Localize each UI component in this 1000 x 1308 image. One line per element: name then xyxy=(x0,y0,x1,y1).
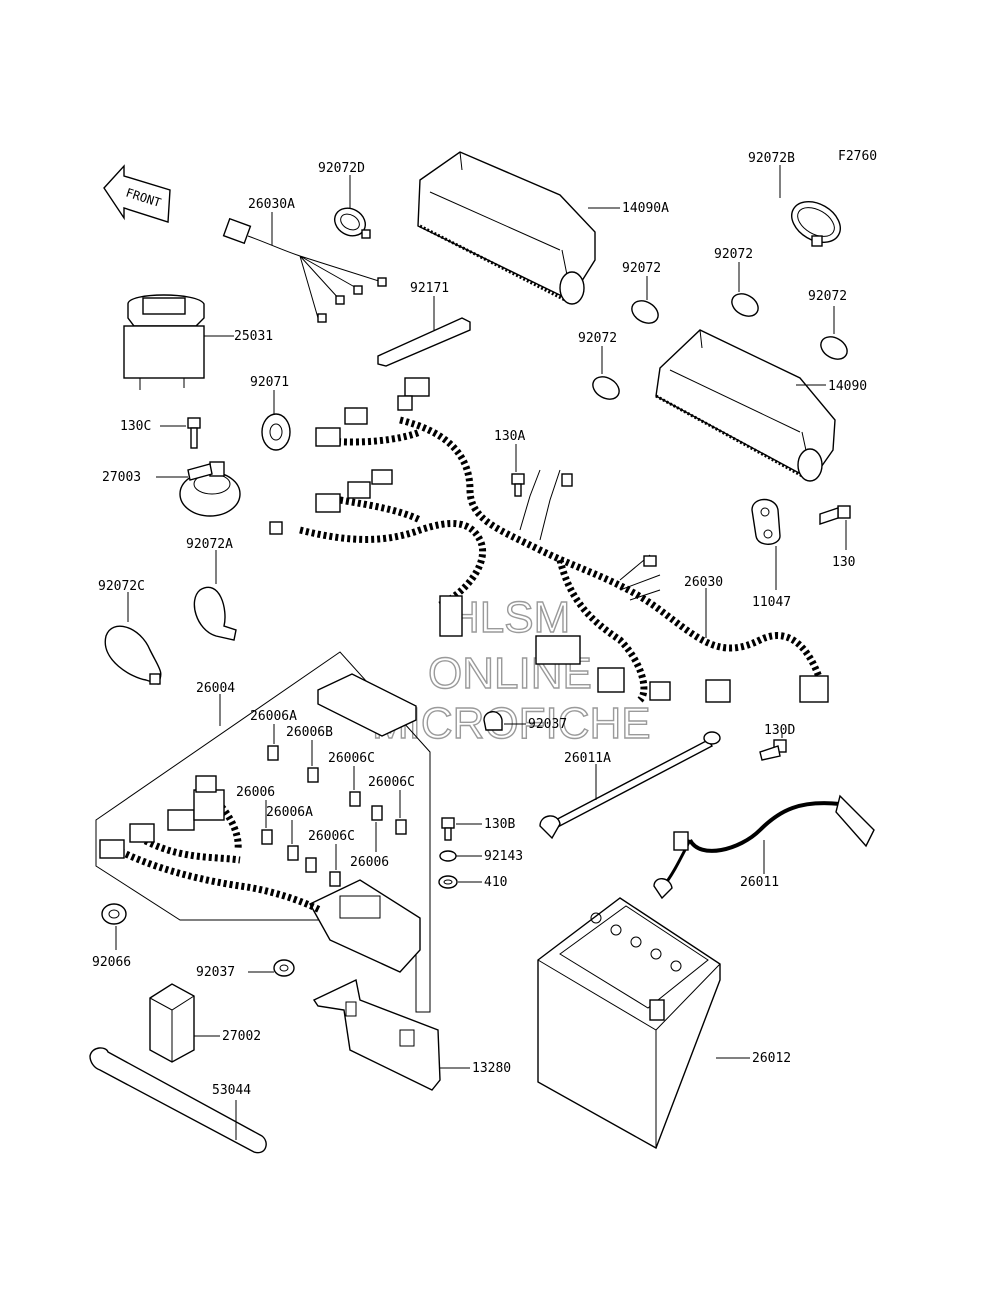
label-92072-1: 92072 xyxy=(622,261,661,276)
label-92072A: 92072A xyxy=(186,537,233,552)
label-410: 410 xyxy=(484,875,507,890)
label-92037-1: 92037 xyxy=(528,717,567,732)
label-26006C-2: 26006C xyxy=(368,775,415,790)
label-26006B: 26006B xyxy=(286,725,333,740)
label-92066: 92066 xyxy=(92,955,131,970)
part-92143-washer xyxy=(439,850,457,862)
part-26030A-sub-harness xyxy=(222,217,387,323)
label-26006A-2: 26006A xyxy=(266,805,313,820)
part-27002-relay xyxy=(149,983,195,1063)
label-92072C: 92072C xyxy=(98,579,145,594)
part-26006-fuses xyxy=(261,745,407,887)
label-26006C-3: 26006C xyxy=(308,829,355,844)
label-26006-1: 26006 xyxy=(236,785,275,800)
part-410-washer xyxy=(438,875,458,889)
part-130A-bolt xyxy=(511,473,525,497)
label-27002: 27002 xyxy=(222,1029,261,1044)
label-26012: 26012 xyxy=(752,1051,791,1066)
part-14090A-cover xyxy=(417,151,596,305)
part-26011A-cable xyxy=(539,731,721,840)
label-26011: 26011 xyxy=(740,875,779,890)
label-92072-4: 92072 xyxy=(578,331,617,346)
label-130: 130 xyxy=(832,555,855,570)
label-26006A-1: 26006A xyxy=(250,709,297,724)
part-130B-bolt xyxy=(441,817,455,841)
label-14090A: 14090A xyxy=(622,201,669,216)
part-92072A-strap xyxy=(193,586,237,641)
part-92072-strap-3 xyxy=(820,336,848,360)
part-26011-cable xyxy=(653,794,875,900)
part-26030-main-harness xyxy=(269,377,829,703)
front-arrow-icon: FRONT xyxy=(103,164,171,223)
part-92072-strap-2 xyxy=(731,293,759,317)
label-130C: 130C xyxy=(120,419,151,434)
label-130B: 130B xyxy=(484,817,515,832)
label-92171: 92171 xyxy=(410,281,449,296)
watermark-line1: HLSM xyxy=(448,593,570,642)
figure-code: F2760 xyxy=(838,149,877,164)
part-92037-clamp-1 xyxy=(483,711,503,731)
part-92037-clamp-2 xyxy=(273,959,295,977)
label-92037-2: 92037 xyxy=(196,965,235,980)
label-14090: 14090 xyxy=(828,379,867,394)
label-26030A: 26030A xyxy=(248,197,295,212)
label-11047: 11047 xyxy=(752,595,791,610)
part-13280-bracket xyxy=(312,978,441,1091)
part-92072-strap-4 xyxy=(592,376,620,400)
part-130-bolt xyxy=(819,505,851,525)
label-92071: 92071 xyxy=(250,375,289,390)
part-92072D-strap xyxy=(333,207,371,239)
part-92171-bracket xyxy=(377,317,471,367)
part-92072B-strap xyxy=(791,201,841,247)
label-26004: 26004 xyxy=(196,681,235,696)
part-26004-fusebox-harness xyxy=(95,651,431,1013)
label-25031: 25031 xyxy=(234,329,273,344)
label-26011A: 26011A xyxy=(564,751,611,766)
part-92072-strap-1 xyxy=(631,300,659,324)
label-92143: 92143 xyxy=(484,849,523,864)
part-92066-grommet xyxy=(101,903,127,925)
label-92072D: 92072D xyxy=(318,161,365,176)
label-92072-3: 92072 xyxy=(808,289,847,304)
label-26006-2: 26006 xyxy=(350,855,389,870)
part-92071-grommet xyxy=(261,413,291,451)
part-11047-plate xyxy=(751,498,781,545)
label-26030: 26030 xyxy=(684,575,723,590)
label-27003: 27003 xyxy=(102,470,141,485)
part-14090-cover xyxy=(655,329,836,482)
label-13280: 13280 xyxy=(472,1061,511,1076)
part-27003-horn xyxy=(179,461,241,517)
part-26012-battery xyxy=(537,897,721,1150)
label-53044: 53044 xyxy=(212,1083,251,1098)
part-53044-tube xyxy=(89,1047,267,1154)
part-92072C-strap xyxy=(104,625,162,685)
label-92072B: 92072B xyxy=(748,151,795,166)
label-130A: 130A xyxy=(494,429,525,444)
label-130D: 130D xyxy=(764,723,795,738)
part-25031-hour-meter xyxy=(123,294,205,390)
label-92072-2: 92072 xyxy=(714,247,753,262)
label-26006C-1: 26006C xyxy=(328,751,375,766)
part-130C-bolt xyxy=(187,417,201,449)
part-130D-bolt xyxy=(759,739,787,761)
